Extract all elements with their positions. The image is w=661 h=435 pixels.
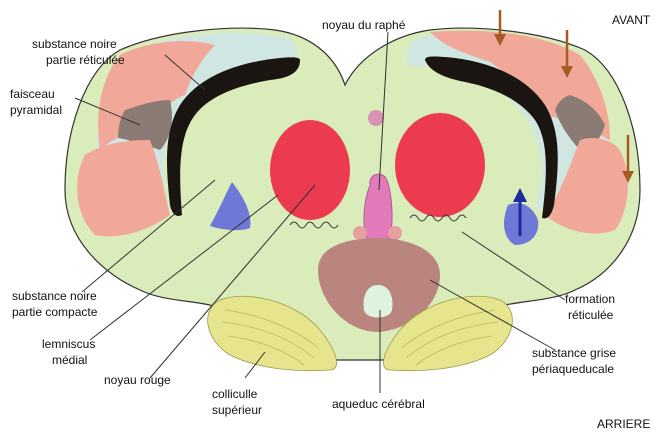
label-substance-grise-1: substance grise: [532, 346, 616, 360]
label-substance-noire-compacte-2: partie compacte: [12, 305, 98, 319]
label-lemniscus-2: médial: [52, 353, 87, 367]
label-formation-reticulee-2: réticulée: [568, 308, 614, 322]
raphe-upper-dot: [368, 110, 384, 126]
label-faisceau-1: faisceau: [10, 87, 55, 101]
label-colliculus-1: colliculle: [212, 387, 258, 401]
label-substance-grise-2: périaqueducale: [532, 362, 614, 376]
label-avant: AVANT: [612, 13, 651, 27]
label-colliculus-2: supérieur: [212, 403, 262, 417]
left-red-nucleus: [270, 120, 350, 220]
label-aqueduc: aqueduc cérébral: [332, 397, 425, 411]
right-red-nucleus: [395, 113, 485, 217]
label-substance-noire-reticulee-2: partie réticulée: [46, 53, 125, 67]
label-arriere: ARRIERE: [597, 417, 650, 431]
label-lemniscus-1: lemniscus: [42, 337, 95, 351]
label-substance-noire-compacte-1: substance noire: [12, 289, 97, 303]
label-noyau-raphe: noyau du raphé: [322, 18, 406, 32]
label-noyau-rouge: noyau rouge: [104, 373, 171, 387]
label-substance-noire-reticulee-1: substance noire: [32, 37, 117, 51]
raphe-side-dot-right: [388, 226, 402, 240]
label-faisceau-2: pyramidal: [10, 103, 62, 117]
raphe-side-dot-left: [353, 226, 367, 240]
label-formation-reticulee-1: formation: [565, 292, 615, 306]
cerebral-aqueduct: [364, 285, 393, 318]
